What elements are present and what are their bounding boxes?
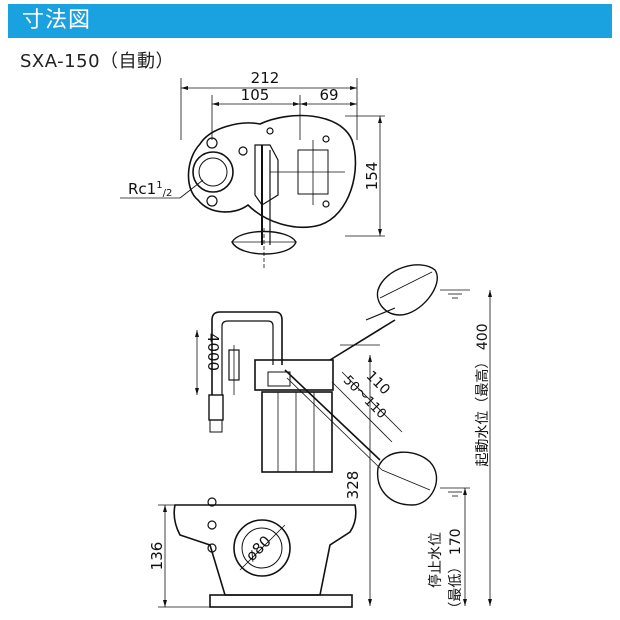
dim-height-154: 154 [363,162,381,191]
port-label: Rc11/2 [128,180,172,199]
cable-length-4000: 4000 [204,333,222,371]
dim-right-69: 69 [319,86,338,104]
title-bar: 寸法図 [8,4,612,38]
side-view: 4000 110 50～110 [148,264,492,616]
dim-base-136: 136 [148,542,166,571]
outlet-diameter: ø80 [242,532,275,565]
page-title: 寸法図 [22,8,92,33]
dim-left-105: 105 [241,86,270,104]
stop-level-label-2: （最低） 170 [448,528,464,615]
stop-level-label-1: 停止水位 [427,532,444,588]
dim-body-328: 328 [344,471,362,500]
start-level-label: 起動水位（最高） 400 [474,323,491,466]
top-view: 212 105 69 154 Rc11/2 [120,69,385,268]
model-label: SXA-150（自動） [20,51,175,72]
dim-total-212: 212 [251,69,280,87]
